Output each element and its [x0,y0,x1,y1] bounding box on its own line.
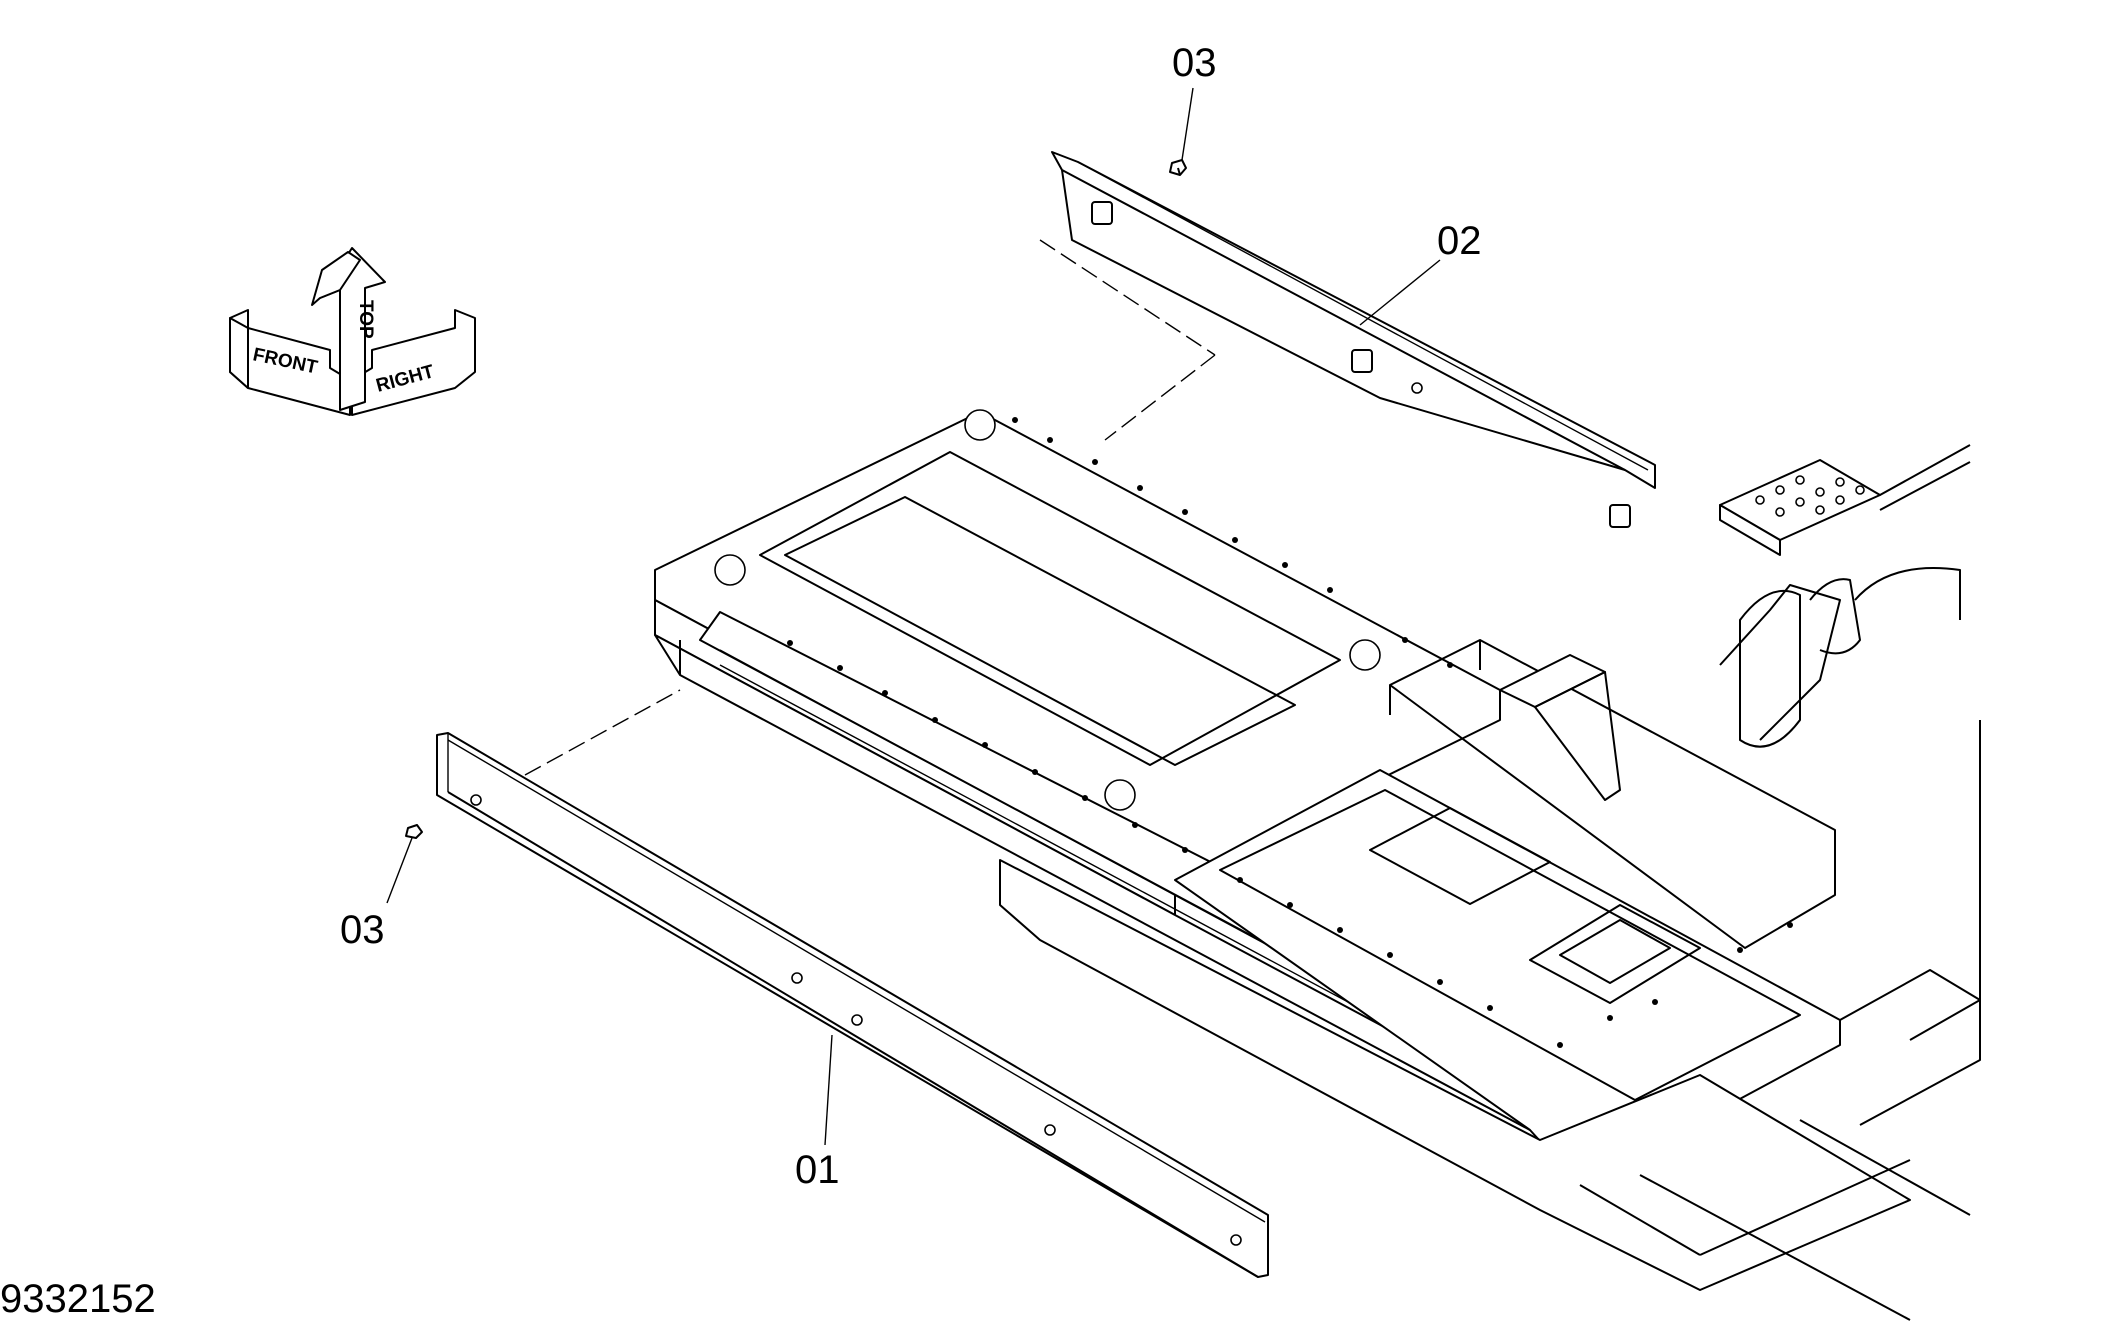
clip-icon [1091,201,1113,225]
callout-02: 02 [1437,219,1482,263]
drawing-number: 9332152 [0,1277,156,1321]
callout-03-upper: 03 [1172,41,1217,85]
top-label: TOP [355,300,376,339]
callout-03-lower: 03 [340,908,385,952]
bolt-03-upper [1169,159,1187,176]
cover-plate-lower [436,732,1269,1278]
cover-plate-upper [1039,151,1656,528]
orientation-indicator: TOP FRONT RIGHT [229,247,476,416]
callout-01: 01 [795,1148,840,1192]
clip-icon [1351,349,1373,373]
leader-lines [386,87,1441,1146]
clip-icon [1609,504,1631,528]
bolt-03-lower [405,824,423,839]
main-frame [524,409,1981,1321]
